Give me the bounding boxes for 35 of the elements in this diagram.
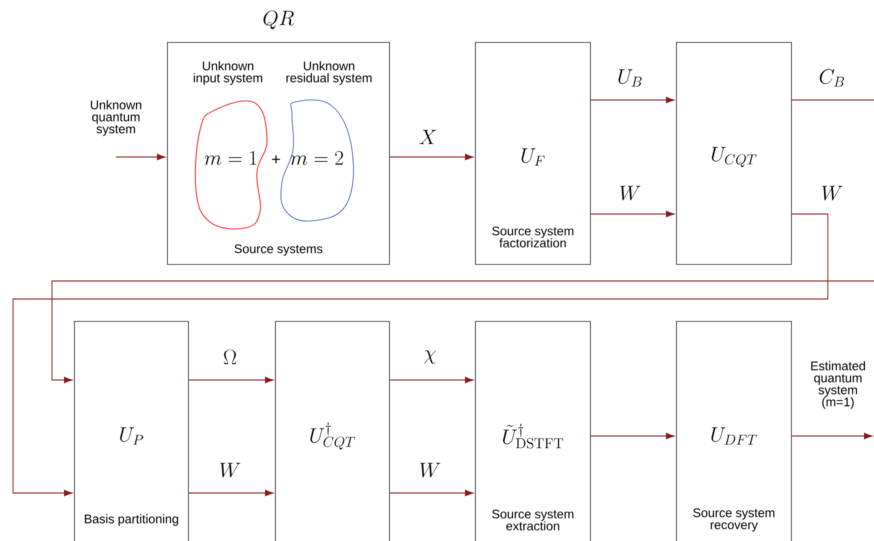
node-label: Unknown input system xyxy=(194,61,262,85)
arrow xyxy=(389,490,474,496)
node-label: $QR$ xyxy=(264,10,294,30)
arrow xyxy=(389,376,474,384)
process-box: $\tilde{U}^{\dagger}_{\mathrm{DSTFT}}$ Source system extraction xyxy=(475,321,591,541)
process-box: $U_{CQT}$ xyxy=(676,42,792,265)
process-box: $U^{\dagger}_{CQT}$ xyxy=(275,321,390,541)
arrow xyxy=(52,100,874,384)
arrow xyxy=(590,96,674,104)
edge-label: $W$ xyxy=(620,186,640,201)
arrow xyxy=(188,490,274,496)
plus-sign: + xyxy=(272,155,280,164)
edge-label: $X$ xyxy=(419,130,436,144)
system-blob: Unknown residual system $m=2$ xyxy=(280,61,372,222)
edge-label: $W$ xyxy=(420,462,440,478)
process-box: $U_{DFT}$ Source system recovery xyxy=(676,321,792,541)
arrow xyxy=(389,154,474,160)
arrow xyxy=(590,210,674,218)
edge-label: $C_{B}$ xyxy=(820,68,844,87)
edge-label: $U_{B}$ xyxy=(618,69,642,87)
process-box: $U_{P}$ Basis partitioning xyxy=(74,321,189,541)
arrow xyxy=(116,154,166,160)
arrow xyxy=(188,376,274,384)
arrow xyxy=(12,214,828,496)
process-box: $U_{F}$ Source system factorization xyxy=(475,42,591,265)
arrow xyxy=(791,432,872,440)
node-label: Unknown residual system xyxy=(286,61,372,85)
edge-label: Unknown quantum system xyxy=(90,100,142,136)
edge-label: $W$ xyxy=(822,186,842,201)
edge-label: $\chi$ xyxy=(424,350,436,364)
arrow xyxy=(590,432,674,440)
system-blob: Unknown input system $m=1$ xyxy=(194,61,268,230)
edge-label: $W$ xyxy=(220,462,240,478)
edge-label: $\Omega$ xyxy=(224,350,236,364)
edge-label: Estimated quantum system (m=1) xyxy=(811,361,865,409)
